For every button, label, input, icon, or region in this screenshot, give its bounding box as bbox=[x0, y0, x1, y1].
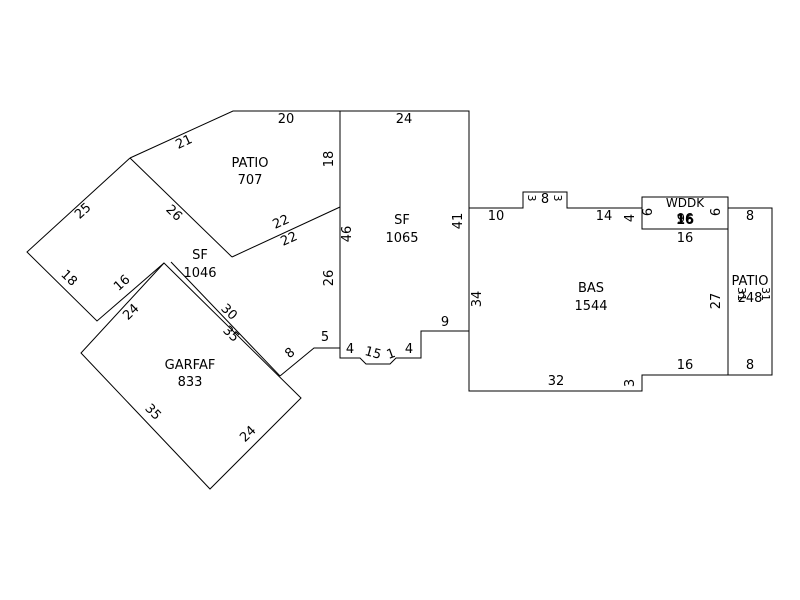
garage-area-value: 833 bbox=[178, 375, 203, 390]
dim-label: 3 bbox=[623, 379, 638, 387]
dim-label: 34 bbox=[470, 291, 485, 308]
sf-center-code: SF bbox=[394, 213, 410, 228]
dim-label: 3 bbox=[525, 195, 538, 202]
dim-label: 26 bbox=[322, 270, 337, 287]
patio-top-area bbox=[129, 110, 341, 258]
dim-label: 24 bbox=[120, 301, 142, 323]
sf-center-area-value: 1065 bbox=[385, 231, 418, 246]
dim-label: 22 bbox=[271, 212, 292, 232]
dim-label: 6 bbox=[641, 208, 656, 216]
dim-label: 18 bbox=[57, 267, 79, 289]
sf-left-garage-side bbox=[170, 261, 281, 377]
sf-left-code: SF bbox=[192, 248, 208, 263]
dim-label: 21 bbox=[174, 132, 195, 153]
dim-label: 6 bbox=[709, 208, 724, 216]
patio-top-area-value: 707 bbox=[238, 173, 263, 188]
sf-center-area bbox=[339, 110, 470, 365]
wddk-area bbox=[641, 196, 729, 230]
dim-label: 8 bbox=[746, 209, 754, 224]
dim-label: 18 bbox=[322, 151, 337, 168]
sf-left-area-value: 1046 bbox=[183, 266, 216, 281]
dim-label: 16 bbox=[676, 213, 694, 228]
dim-label: 8 bbox=[746, 358, 754, 373]
dim-label: 25 bbox=[72, 200, 94, 222]
dim-label: 41 bbox=[451, 213, 466, 230]
wddk-code: WDDK bbox=[666, 196, 705, 210]
garage-outline bbox=[80, 262, 302, 490]
dim-label: 16 bbox=[677, 358, 694, 373]
patio-right-area-value: 248 bbox=[738, 291, 763, 306]
dim-label: 4 bbox=[623, 214, 638, 222]
dim-label: 8 bbox=[282, 345, 298, 362]
patio-right-area bbox=[728, 207, 773, 376]
dim-label: 27 bbox=[709, 293, 724, 310]
patio-right-outline bbox=[728, 207, 773, 376]
sf-left-area bbox=[26, 157, 340, 377]
patio-right-code: PATIO bbox=[732, 274, 769, 289]
dim-label: 9 bbox=[441, 315, 449, 330]
dim-label: 5 bbox=[321, 330, 329, 345]
sf-left-outline bbox=[26, 157, 165, 322]
dim-label: 31 bbox=[735, 287, 748, 301]
garage-code: GARFAF bbox=[165, 358, 216, 373]
dim-label: 15 bbox=[363, 344, 383, 363]
dim-label: 22 bbox=[279, 229, 300, 249]
dim-label: 46 bbox=[340, 226, 355, 243]
wddk-area-value: 96 bbox=[677, 212, 694, 227]
dim-label: 24 bbox=[396, 112, 413, 127]
dim-label: 26 bbox=[162, 202, 184, 224]
dim-label: 8 bbox=[541, 192, 549, 207]
dim-label: 3 bbox=[551, 195, 564, 202]
sf-left-lower-edge bbox=[279, 347, 340, 377]
dim-label: 16 bbox=[677, 231, 694, 246]
sf-center-outline bbox=[339, 110, 470, 365]
sf-left-diagonal bbox=[129, 157, 233, 258]
bas-area-value: 1544 bbox=[574, 299, 607, 314]
dim-label: 30 bbox=[217, 301, 239, 323]
dim-label: 4 bbox=[346, 342, 354, 357]
dim-label: 20 bbox=[278, 112, 295, 127]
patio-top-outline bbox=[129, 110, 341, 258]
wddk-outline bbox=[641, 196, 729, 230]
dim-label: 16 bbox=[111, 272, 133, 294]
dim-label: 32 bbox=[548, 374, 565, 389]
bas-code: BAS bbox=[578, 281, 604, 296]
dim-label: 14 bbox=[596, 209, 613, 224]
patio-top-code: PATIO bbox=[232, 156, 269, 171]
dim-label: 10 bbox=[488, 209, 505, 224]
dim-label: 4 bbox=[405, 342, 413, 357]
dim-label: 1 bbox=[385, 346, 398, 363]
dim-label: 35 bbox=[219, 323, 241, 345]
garage-area bbox=[80, 262, 302, 490]
dim-label: 31 bbox=[759, 287, 772, 301]
